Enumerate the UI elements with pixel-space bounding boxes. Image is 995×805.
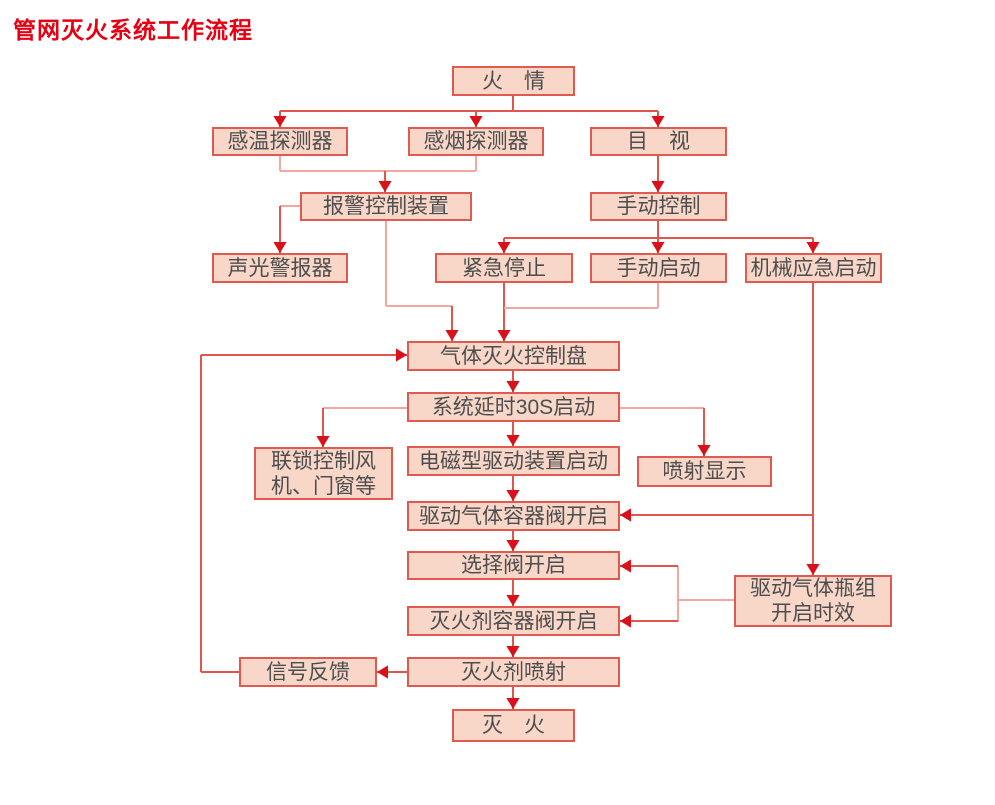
node-manual-start: 手动启动 xyxy=(590,253,727,283)
node-fire: 火 情 xyxy=(452,66,575,96)
node-drive-gas-valve: 驱动气体容器阀开启 xyxy=(407,501,620,531)
node-emergency-stop: 紧急停止 xyxy=(435,253,573,283)
node-agent-valve: 灭火剂容器阀开启 xyxy=(407,606,620,636)
diagram-title: 管网灭火系统工作流程 xyxy=(13,17,253,43)
node-mech-emergency-start: 机械应急启动 xyxy=(745,253,882,283)
node-agent-spray: 灭火剂喷射 xyxy=(407,657,620,687)
node-interlock: 联锁控制风 机、门窗等 xyxy=(254,447,393,500)
node-extinguish: 灭 火 xyxy=(452,709,575,742)
node-sound-light-alarm: 声光警报器 xyxy=(212,253,348,283)
node-manual-control: 手动控制 xyxy=(590,192,727,221)
node-alarm-control: 报警控制装置 xyxy=(300,192,472,221)
node-signal-feedback: 信号反馈 xyxy=(239,657,377,687)
node-selector-valve: 选择阀开启 xyxy=(407,551,620,580)
node-solenoid-drive: 电磁型驱动装置启动 xyxy=(407,446,620,476)
node-drive-gas-cylinder: 驱动气体瓶组 开启时效 xyxy=(734,575,892,627)
node-gas-panel: 气体灭火控制盘 xyxy=(407,341,620,371)
node-heat-detector: 感温探测器 xyxy=(212,127,348,156)
node-visual: 目 视 xyxy=(590,127,727,156)
node-smoke-detector: 感烟探测器 xyxy=(408,127,544,156)
node-spray-display: 喷射显示 xyxy=(637,456,772,487)
node-system-delay: 系统延时30S启动 xyxy=(407,392,620,422)
